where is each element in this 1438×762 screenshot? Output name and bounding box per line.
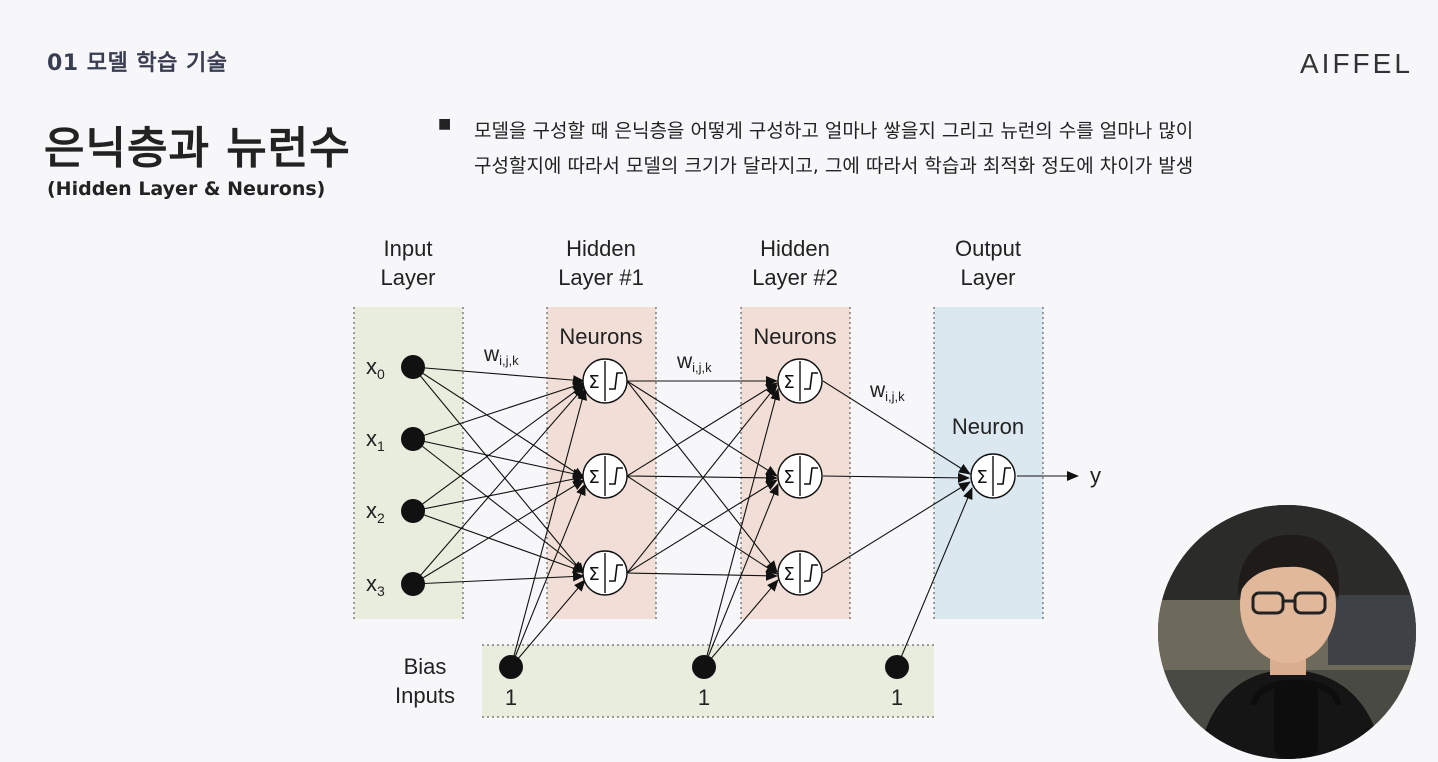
input-label-1: x1 [366,426,385,454]
weight-label-1: wi,j,k [483,343,519,368]
step-activation-icon [804,467,818,485]
bias-value-2: 1 [698,685,710,710]
bias-value-3: 1 [891,685,903,710]
step-activation-icon [609,372,623,390]
input-label-2: x2 [366,498,385,526]
neurons-label-hidden-2: Neurons [753,324,836,349]
output-y-label: y [1090,463,1101,488]
neurons-label-hidden-1: Neurons [559,324,642,349]
sum-symbol: Σ [783,564,794,585]
bullet-text: 모델을 구성할 때 은닉층을 어떻게 구성하고 얼마나 쌓을지 그리고 뉴런의 … [474,114,1374,184]
aiffel-logo: AIFFEL [1300,48,1413,79]
step-activation-icon [609,467,623,485]
output-layer-label-2: Layer [960,265,1015,290]
input-node-3 [401,572,425,596]
hidden1-neuron-2: Σ [582,453,628,499]
bias-label-2: Inputs [395,683,455,708]
sum-symbol: Σ [783,372,794,393]
hidden2-neuron-1: Σ [777,358,823,404]
step-activation-icon [997,467,1011,485]
output-neuron: Σ [970,453,1016,499]
input-layer-label-2: Layer [380,265,435,290]
sum-symbol: Σ [588,564,599,585]
slide-title: 은닉층과 뉴런수 [44,123,351,174]
sum-symbol: Σ [783,467,794,488]
hidden2-neuron-3: Σ [777,550,823,596]
bullet-line-2: 구성할지에 따라서 모델의 크기가 달라지고, 그에 따라서 학습과 최적화 정… [474,155,1194,177]
bullet-icon: ■ [438,116,452,132]
input-node-0 [401,355,425,379]
input-node-2 [401,499,425,523]
bias-node-2 [692,655,716,679]
bias-value-1: 1 [505,685,517,710]
hidden2-neuron-2: Σ [777,453,823,499]
sum-symbol: Σ [976,467,987,488]
input-layer-label-1: Input [384,236,433,261]
presenter-webcam [1158,505,1416,759]
section-heading: 01 모델 학습 기술 [47,51,228,76]
step-activation-icon [804,564,818,582]
weight-label-3: wi,j,k [869,379,905,404]
sum-symbol: Σ [588,467,599,488]
slide-subtitle: (Hidden Layer & Neurons) [47,178,326,200]
hidden1-neuron-3: Σ [582,550,628,596]
person-silhouette-icon [1158,505,1416,759]
output-layer-label-1: Output [955,236,1021,261]
input-label-0: x0 [366,354,385,382]
step-activation-icon [804,372,818,390]
sum-symbol: Σ [588,372,599,393]
hidden1-neuron-1: Σ [582,358,628,404]
hidden-layer-2-label-2: Layer #2 [752,265,838,290]
bias-node-3 [885,655,909,679]
weight-label-2: wi,j,k [676,350,712,375]
input-label-3: x3 [366,571,385,599]
bias-node-1 [499,655,523,679]
hidden-layer-1-label-1: Hidden [566,236,636,261]
bullet-line-1: 모델을 구성할 때 은닉층을 어떻게 구성하고 얼마나 쌓을지 그리고 뉴런의 … [474,120,1194,142]
step-activation-icon [609,564,623,582]
hidden-layer-1-label-2: Layer #1 [558,265,644,290]
bias-label-1: Bias [404,654,447,679]
hidden-layer-2-label-1: Hidden [760,236,830,261]
neuron-label-output: Neuron [952,414,1024,439]
input-node-1 [401,427,425,451]
